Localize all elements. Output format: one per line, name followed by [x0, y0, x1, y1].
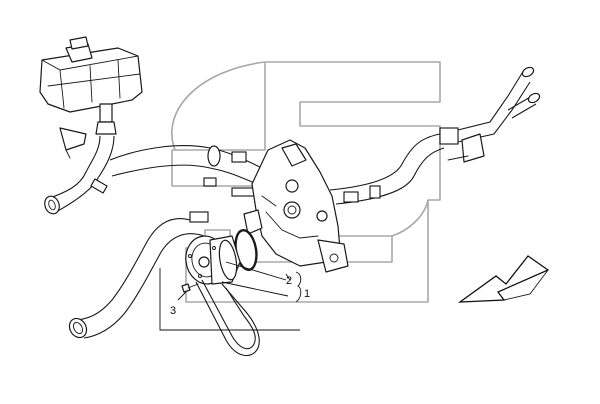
callout-2: 2	[286, 275, 292, 287]
right-hose-and-pipe	[329, 66, 541, 205]
drive-belt	[195, 279, 260, 357]
expansion-tank	[39, 36, 143, 159]
arrow-down-left-icon	[457, 255, 550, 303]
pump-housing	[243, 139, 349, 273]
callout-3: 3	[170, 305, 176, 317]
upper-middle-hose	[109, 145, 263, 197]
water-pump	[185, 235, 241, 285]
upper-left-hose	[44, 135, 115, 215]
callout-1: 1	[304, 288, 310, 300]
callout-leaders	[159, 261, 302, 331]
bolt	[181, 283, 199, 293]
lower-left-hose	[68, 211, 209, 339]
